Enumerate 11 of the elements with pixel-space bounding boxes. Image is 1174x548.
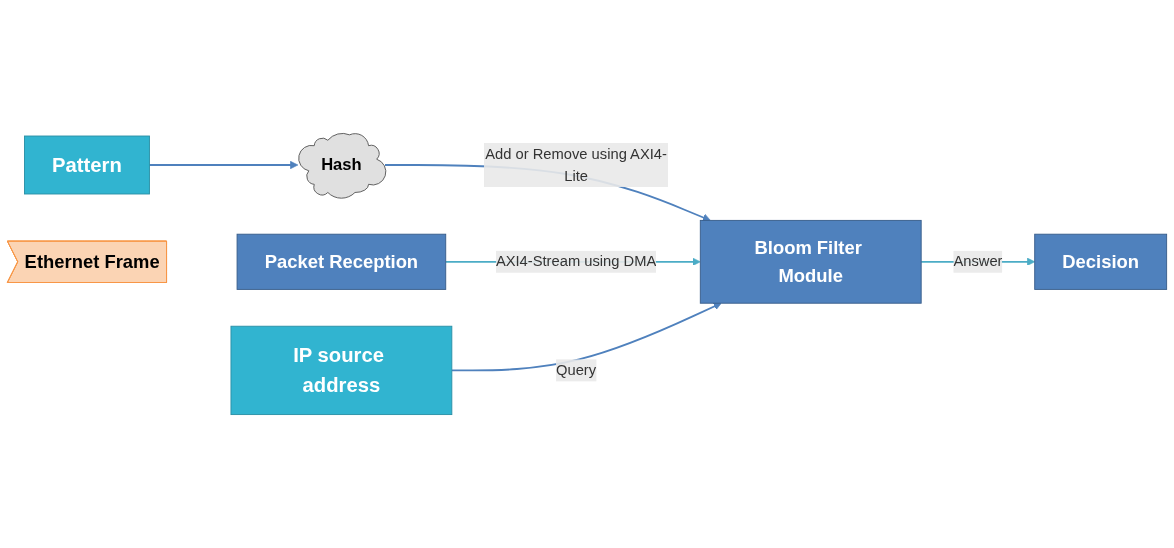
node-box: Pattern [24, 135, 150, 195]
arrow [148, 160, 299, 170]
node-box: Bloom Filter Module [699, 219, 922, 304]
node-box: IP source address [230, 325, 453, 416]
edge-label: Add or Remove using AXI4-Lite [485, 145, 667, 184]
edge-label: Answer [953, 253, 1003, 270]
node-box: Decision [1034, 233, 1168, 290]
edge-label: Query [556, 362, 597, 378]
arrow [450, 302, 722, 372]
node-box: Packet Reception [236, 233, 447, 290]
edge-label: AXI4-Stream using DMA [495, 253, 657, 270]
